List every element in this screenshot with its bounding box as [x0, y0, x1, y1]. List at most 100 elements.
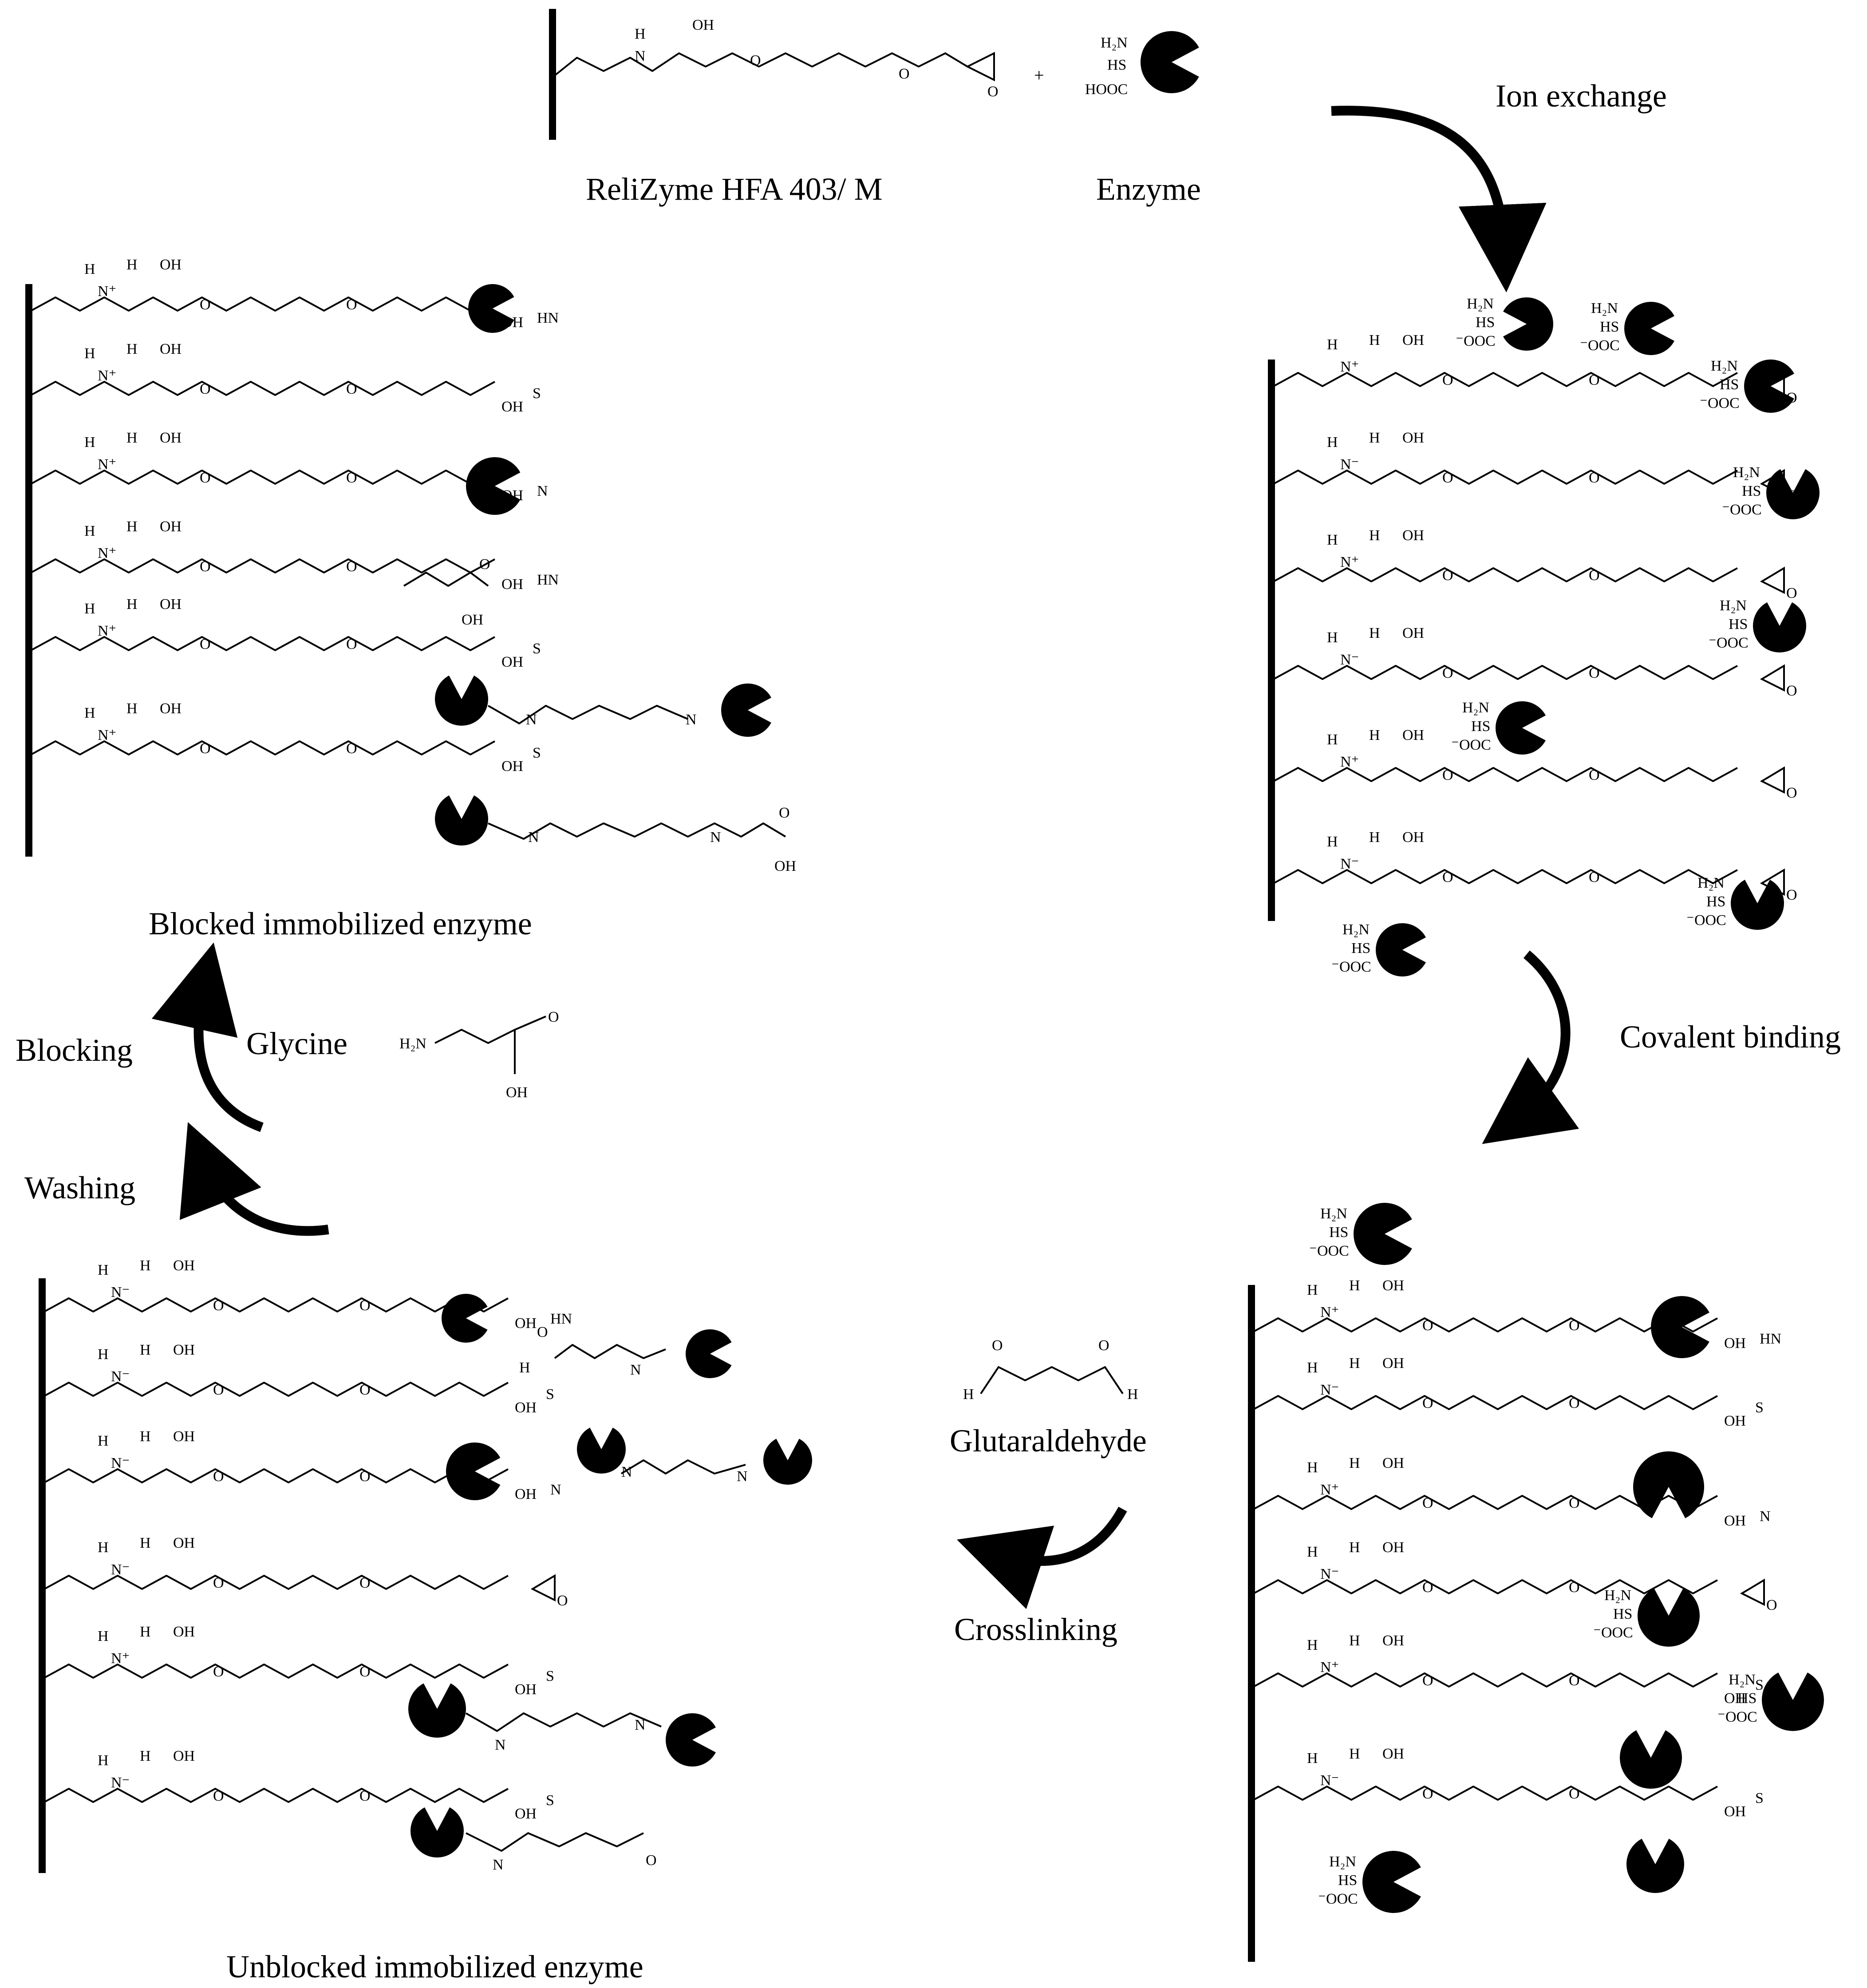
blk-chain-0-hn: HN	[537, 310, 559, 326]
ion-chain-0-h2: H	[1369, 332, 1380, 348]
ion-chain-1-oh: OH	[1402, 430, 1425, 446]
ion-chain-2-o1: O	[1442, 567, 1453, 584]
cov-chain-3-epoxide	[1740, 1578, 1765, 1606]
blk-chain-3-h2: H	[126, 518, 138, 535]
cov-chain-4-s: S	[1755, 1677, 1764, 1693]
blk-gly-o2: O	[779, 805, 790, 821]
cov-enzyme-free-c-hs: HS	[1737, 1690, 1757, 1707]
blk-chain-5-oh: OH	[160, 700, 182, 717]
support-name-label: ReliZyme HFA 403/ M	[586, 171, 883, 207]
cov-chain-2-ohb: OH	[1724, 1513, 1746, 1529]
ion-enzyme-f-h2n: H₂N	[1462, 700, 1489, 716]
unb-chain-3-o2: O	[359, 1575, 371, 1591]
blk-chain-0-h1: H	[84, 261, 95, 277]
ion-chain-3-h2: H	[1369, 625, 1380, 641]
ion-chain-1-epo-o: O	[1786, 487, 1797, 504]
cov-chain-1-o2: O	[1569, 1395, 1580, 1411]
blk-gly-o: O	[479, 556, 490, 573]
cov-chain-2-o1: O	[1422, 1495, 1433, 1511]
unb-chain-2-ohb: OH	[515, 1486, 537, 1502]
blk-chain-4-backbone	[31, 636, 495, 651]
unb-n-3: N	[737, 1468, 748, 1485]
cov-enzyme-free-c-h2n: H₂N	[1729, 1672, 1756, 1688]
ion-enzyme-d-ooc: ⁻OOC	[1722, 502, 1762, 518]
cov-enzyme-free-b	[1638, 1588, 1700, 1647]
blk-glut-1	[488, 705, 688, 724]
blk-chain-3-hn: HN	[537, 572, 559, 588]
glycine-skeleton	[434, 1029, 516, 1074]
blk-chain-2-h2: H	[126, 430, 138, 446]
cov-chain-3-backbone	[1253, 1579, 1718, 1594]
blk-chain-2-oh: OH	[160, 430, 182, 446]
blk-chain-5-n: N⁺	[98, 727, 117, 743]
unb-chain-5-oh: OH	[173, 1748, 195, 1764]
blk-n-1: N	[526, 711, 537, 728]
unb-aldehyde-o: O	[646, 1852, 657, 1869]
ion-chain-5-n: N⁻	[1340, 856, 1359, 872]
blk-chain-4-oh: OH	[160, 596, 182, 613]
ion-chain-0-n: N⁺	[1340, 359, 1359, 375]
cov-chain-2-n: N⁺	[1320, 1482, 1339, 1498]
cov-enzyme-free-b-ooc: ⁻OOC	[1593, 1624, 1633, 1641]
ion-enzyme-d	[1766, 469, 1820, 520]
ion-enzyme-b	[1624, 302, 1674, 356]
ion-chain-5-h2: H	[1369, 829, 1380, 846]
cov-chain-4-o2: O	[1569, 1672, 1580, 1689]
cov-chain-3-h2: H	[1349, 1539, 1360, 1556]
ion-chain-1-backbone	[1273, 470, 1738, 485]
unb-chain-2-o1: O	[213, 1468, 224, 1485]
unb-aldehyde-h: H	[519, 1360, 530, 1376]
unb-enzyme-4	[577, 1427, 626, 1474]
blk-chain-2-o1: O	[200, 470, 211, 486]
blk-chain-0-h2: H	[126, 257, 138, 273]
ion-enzyme-g-hs: HS	[1706, 893, 1726, 910]
arrow-covalent-binding	[1482, 950, 1579, 1144]
ion-chain-4-backbone	[1273, 767, 1738, 782]
blk-gly-oh2: OH	[774, 858, 797, 874]
cov-enzyme-free-c-ooc: ⁻OOC	[1717, 1709, 1757, 1725]
unb-enzyme-6	[408, 1683, 466, 1738]
ion-chain-5-backbone	[1273, 869, 1738, 884]
blk-chain-1-h2: H	[126, 341, 138, 357]
blk-chain-4-o1: O	[200, 636, 211, 652]
blk-chain-1-ohb: OH	[501, 399, 524, 415]
unb-chain-2-h1: H	[98, 1433, 109, 1449]
unb-chain-4-o2: O	[359, 1664, 371, 1680]
cov-chain-0-o2: O	[1569, 1317, 1580, 1334]
enzyme-top-hs: HS	[1107, 57, 1127, 73]
ion-chain-1-o2: O	[1589, 470, 1600, 486]
blocked-enzyme-caption: Blocked immobilized enzyme	[149, 906, 532, 941]
ion-enzyme-c-ooc: ⁻OOC	[1700, 395, 1740, 411]
unb-glut-4	[466, 1832, 644, 1852]
cov-chain-4-n: N⁺	[1320, 1659, 1339, 1676]
ion-chain-2-epoxide	[1760, 566, 1785, 594]
blk-chain-4-h1: H	[84, 601, 95, 617]
support-top-o1: O	[750, 52, 761, 69]
ion-chain-0-epo-o: O	[1786, 390, 1797, 406]
cov-chain-2-nh: N	[1760, 1508, 1771, 1525]
blk-chain-4-o2: O	[346, 636, 357, 652]
cov-chain-1-backbone	[1253, 1395, 1718, 1410]
blk-chain-4-ohb: OH	[501, 654, 524, 670]
cov-enzyme-free-d-ooc: ⁻OOC	[1318, 1891, 1358, 1907]
blk-glut-2	[488, 822, 786, 840]
cov-chain-0-h2: H	[1349, 1277, 1360, 1294]
cov-chain-1-o1: O	[1422, 1395, 1433, 1411]
blk-chain-4-n: N⁺	[98, 623, 117, 639]
arrow-washing	[179, 1122, 329, 1236]
cov-enzyme-4	[1626, 1838, 1684, 1893]
unb-chain-0-ohb: OH	[515, 1315, 537, 1332]
unb-n-2: N	[621, 1464, 632, 1480]
blk-chain-0-n: N⁺	[98, 283, 117, 300]
unb-enzyme-7	[666, 1713, 716, 1767]
ion-enzyme-a-h2n: H₂N	[1467, 296, 1494, 312]
arrow-blocking	[151, 942, 264, 1132]
blk-chain-1-s: S	[533, 385, 541, 402]
cov-chain-3-n: N⁻	[1320, 1566, 1339, 1582]
support-top-epo-o: O	[987, 83, 999, 100]
unb-chain-1-o1: O	[213, 1382, 224, 1398]
unb-chain-2-h2: H	[140, 1428, 151, 1445]
ion-chain-2-h2: H	[1369, 527, 1380, 544]
cov-enzyme-free-d-h2n: H₂N	[1329, 1854, 1356, 1870]
